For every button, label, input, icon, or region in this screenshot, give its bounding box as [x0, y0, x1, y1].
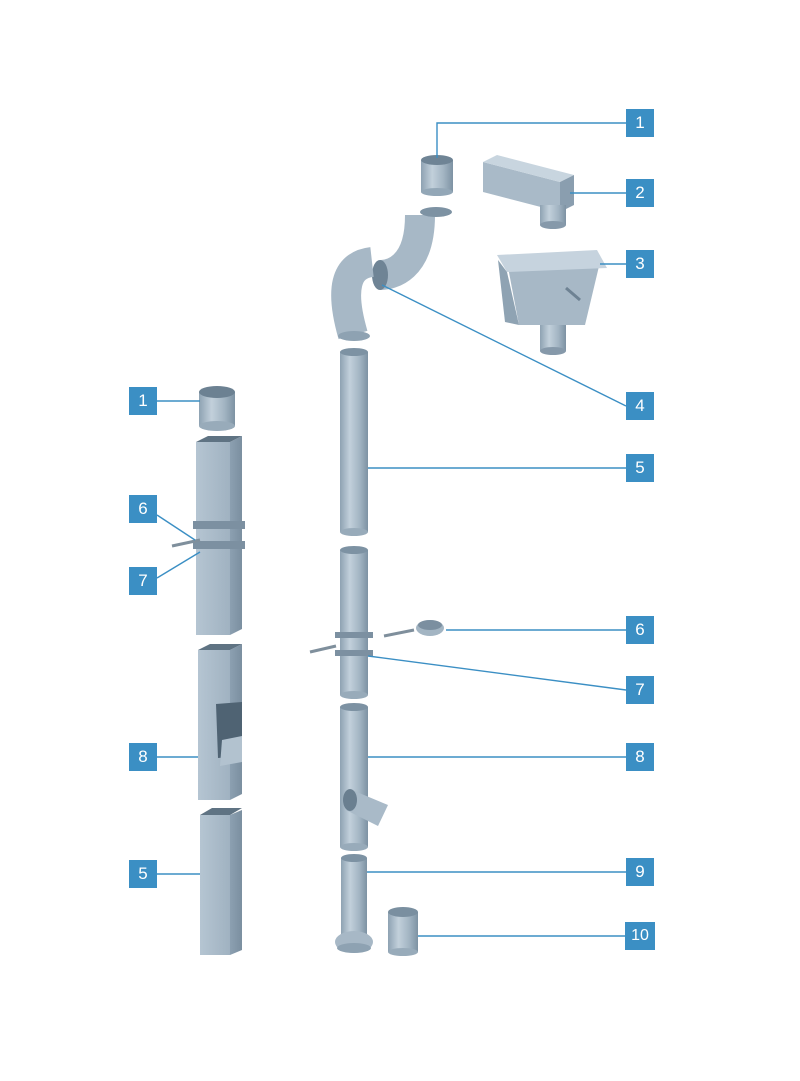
leader-lines: [156, 122, 627, 937]
callout-9-shoe: 9: [626, 858, 654, 886]
rain-hopper: [497, 250, 607, 355]
round-outlet-socket: [421, 155, 453, 196]
callout-left-8-branch-pipe: 8: [129, 743, 157, 771]
callout-4-elbow: 4: [626, 392, 654, 420]
square-pipe-with-clamp: [171, 436, 245, 635]
square-system-socket: [199, 386, 235, 431]
callout-6-clamp: 6: [626, 616, 654, 644]
rectangular-outlet: [483, 155, 574, 229]
callout-left-6-clamp: 6: [129, 495, 157, 523]
round-pipe-coupling: [388, 907, 418, 956]
round-pipe-clamp: [383, 620, 444, 638]
callout-3-hopper: 3: [626, 250, 654, 278]
callout-8-branch-pipe: 8: [626, 743, 654, 771]
square-downpipe: [200, 808, 242, 955]
callout-left-1-socket: 1: [129, 387, 157, 415]
callout-1-socket: 1: [626, 109, 654, 137]
callout-7-clamp-pipe: 7: [626, 676, 654, 704]
square-branch-pipe: [198, 644, 242, 800]
callout-5-downpipe: 5: [626, 454, 654, 482]
callout-left-7-clamp-pipe: 7: [129, 567, 157, 595]
round-pipe-with-clamp: [309, 546, 373, 699]
callout-2-outlet: 2: [626, 179, 654, 207]
round-branch-pipe: [340, 703, 388, 851]
callout-left-5-downpipe: 5: [129, 860, 157, 888]
callout-10-coupling: 10: [625, 922, 655, 950]
pipe-elbow: [331, 207, 452, 341]
round-pipe-shoe: [335, 854, 373, 953]
round-downpipe: [340, 348, 368, 536]
